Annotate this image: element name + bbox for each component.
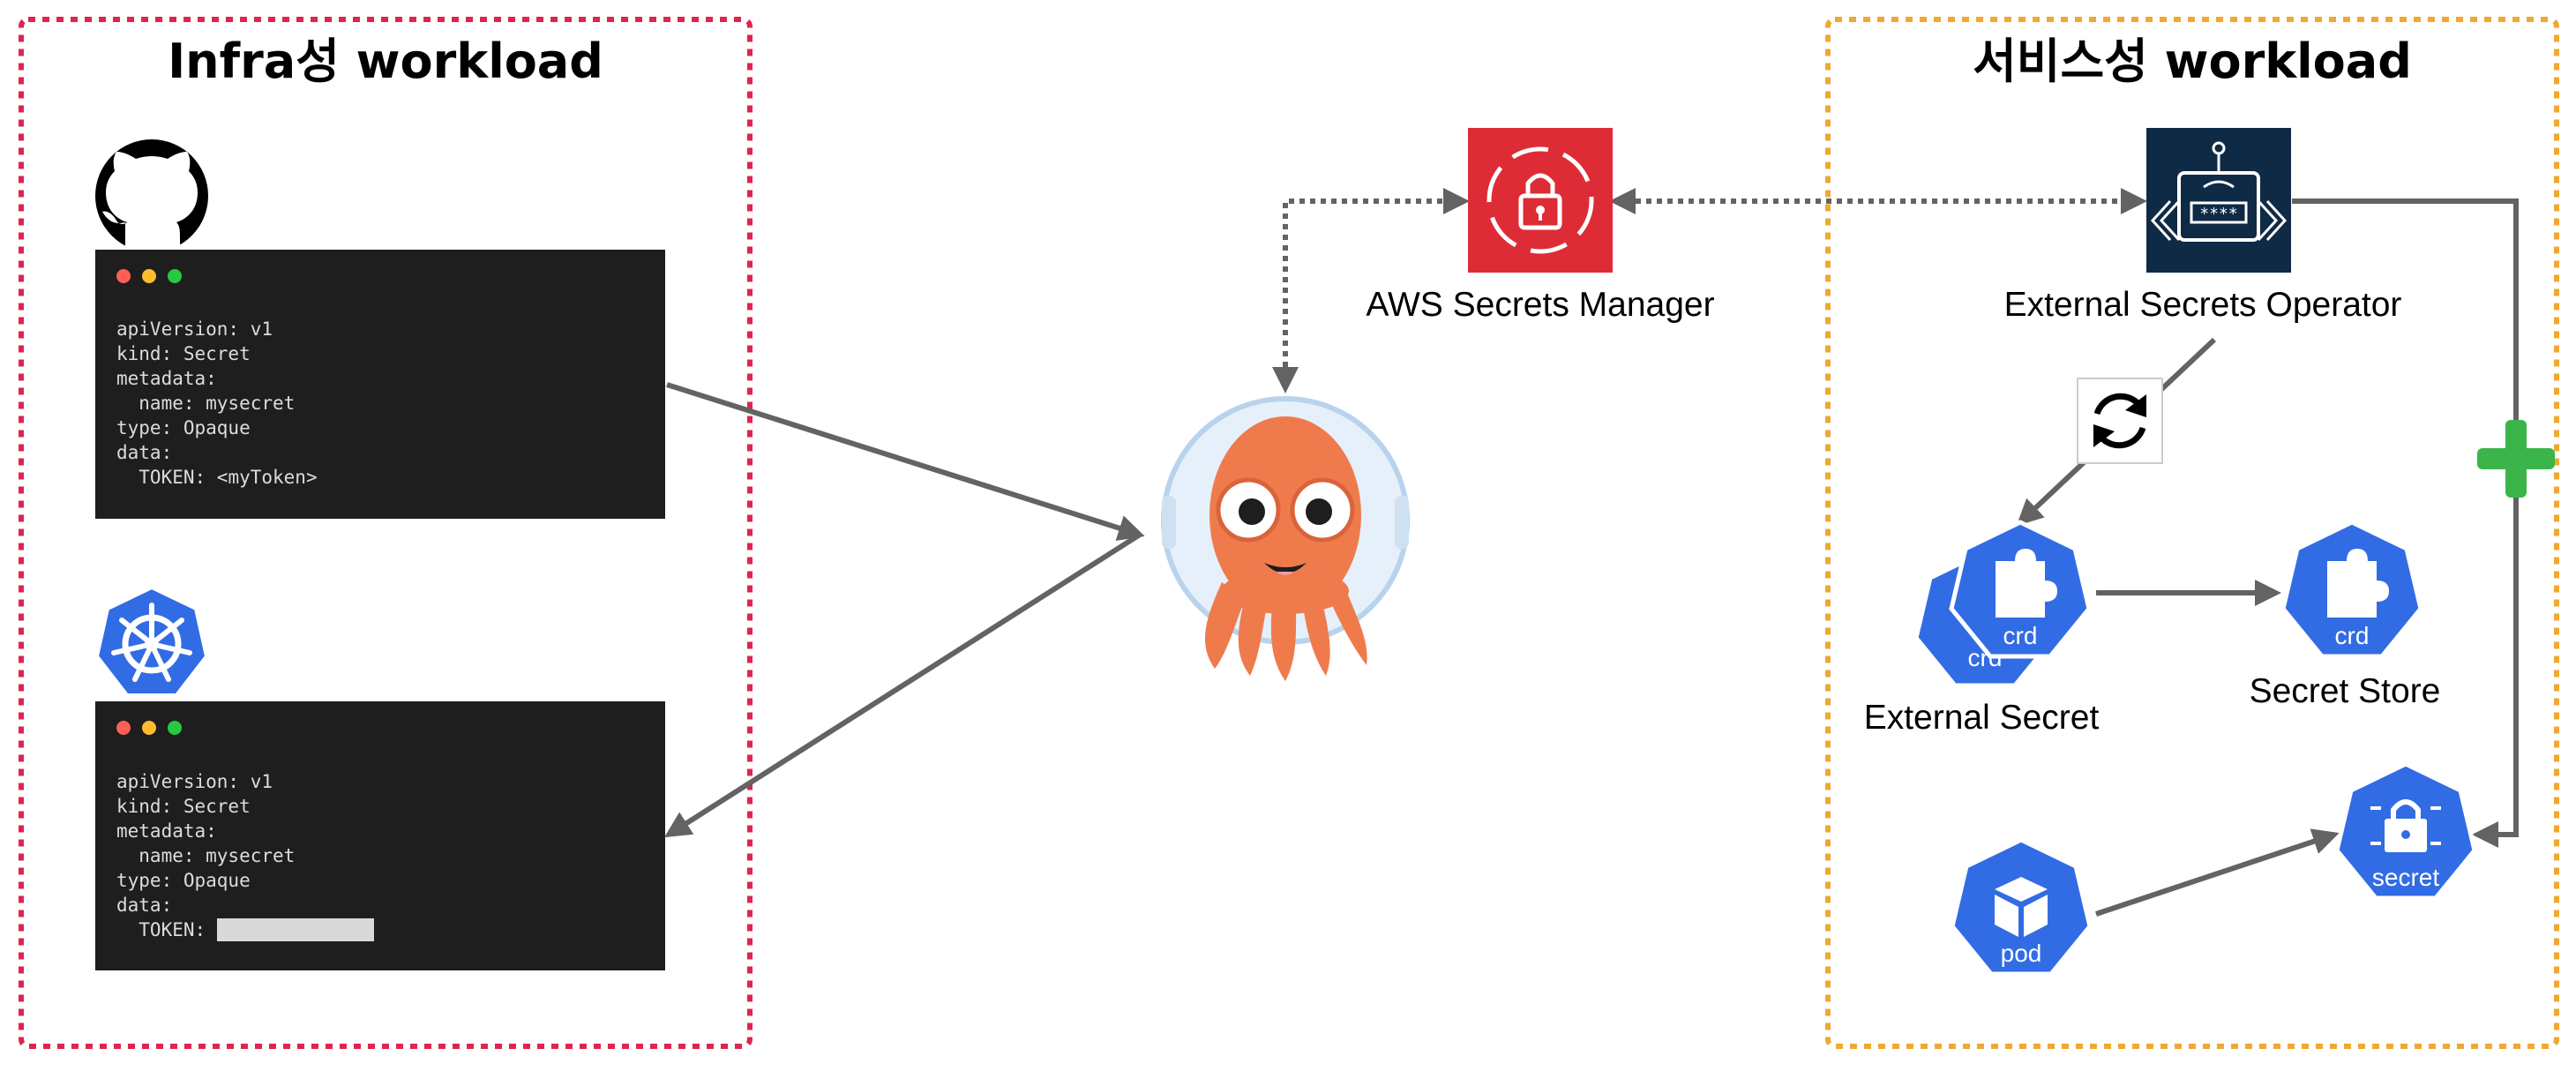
secret-hex-label: secret — [2372, 864, 2439, 891]
crd-hex-front-label: crd — [2003, 622, 2038, 649]
arrow-github-to-argocd — [666, 382, 1145, 542]
code-line: data: — [116, 895, 172, 916]
code-line: metadata: — [116, 820, 217, 842]
puzzle-icon — [1996, 549, 2057, 618]
token-key: TOKEN: — [116, 467, 217, 488]
window-close-dot — [116, 721, 131, 735]
aws-secrets-manager-label: AWS Secrets Manager — [1366, 286, 1714, 324]
arrow-argocd-to-kubernetes — [663, 532, 1142, 838]
svg-text:****: **** — [2199, 205, 2237, 223]
sync-icon — [2077, 378, 2163, 464]
window-minimize-dot — [142, 721, 156, 735]
eso-node: **** External Secrets Operator — [2004, 128, 2402, 324]
code-window-bg — [95, 250, 665, 519]
secret-store-node: crd Secret Store — [2250, 520, 2441, 710]
window-maximize-dot — [168, 269, 182, 283]
code-line: type: Opaque — [116, 417, 251, 438]
external-secret-node: crd crd External Secret — [1864, 520, 2100, 737]
service-region-border — [1825, 17, 2559, 1049]
arrow-eso-to-secret — [2292, 198, 2519, 848]
code-line: name: mysecret — [116, 393, 295, 414]
code-line: apiVersion: v1 — [116, 771, 273, 792]
crd-hex-front: crd — [1949, 520, 2092, 659]
secret-store-label: Secret Store — [2250, 672, 2441, 710]
code-window-bg — [95, 701, 665, 970]
code-line: apiVersion: v1 — [116, 318, 273, 340]
aws-secrets-manager-node: AWS Secrets Manager — [1366, 128, 1715, 324]
code-line: kind: Secret — [116, 796, 251, 817]
argo-cd-icon — [1161, 396, 1410, 681]
infra-region-title: Infra성 workload — [168, 34, 603, 89]
code-window-kubernetes: apiVersion: v1 kind: Secret metadata: na… — [95, 701, 665, 970]
pod-hex-label: pod — [2001, 940, 2042, 967]
puzzle-icon — [2327, 549, 2389, 618]
infra-workload-region: Infra성 workload — [19, 17, 753, 1049]
github-icon — [95, 139, 208, 256]
window-close-dot — [116, 269, 131, 283]
secret-store-hex-label: crd — [2335, 622, 2370, 649]
aws-secrets-manager-icon — [1468, 128, 1613, 273]
infra-region-border — [19, 17, 753, 1049]
code-line: metadata: — [116, 368, 217, 389]
crd-hex: crd — [2280, 520, 2423, 659]
service-workload-region: 서비스성 workload — [1825, 17, 2559, 1049]
code-line: data: — [116, 442, 172, 463]
external-secret-label: External Secret — [1864, 699, 2100, 737]
code-token-line: TOKEN: — [116, 919, 217, 940]
code-line: name: mysecret — [116, 845, 295, 866]
pod-node: pod — [1950, 837, 2093, 977]
service-region-title: 서비스성 workload — [1973, 34, 2412, 89]
code-line: kind: Secret — [116, 343, 251, 364]
robot-icon: **** — [2146, 128, 2291, 273]
secret-node: secret — [2334, 761, 2477, 901]
kubernetes-icon — [94, 585, 209, 697]
plus-icon — [2477, 420, 2555, 498]
masked-token-value — [217, 918, 374, 941]
cube-icon — [1995, 877, 2048, 937]
eso-label: External Secrets Operator — [2004, 286, 2402, 324]
window-minimize-dot — [142, 269, 156, 283]
code-token-line: TOKEN: <myToken> — [116, 467, 318, 488]
window-maximize-dot — [168, 721, 182, 735]
code-line: type: Opaque — [116, 870, 251, 891]
arrow-pod-to-secret — [2095, 828, 2340, 917]
lock-icon — [2370, 799, 2441, 852]
code-window-github: apiVersion: v1 kind: Secret metadata: na… — [95, 250, 665, 519]
token-value: <myToken> — [217, 467, 318, 488]
